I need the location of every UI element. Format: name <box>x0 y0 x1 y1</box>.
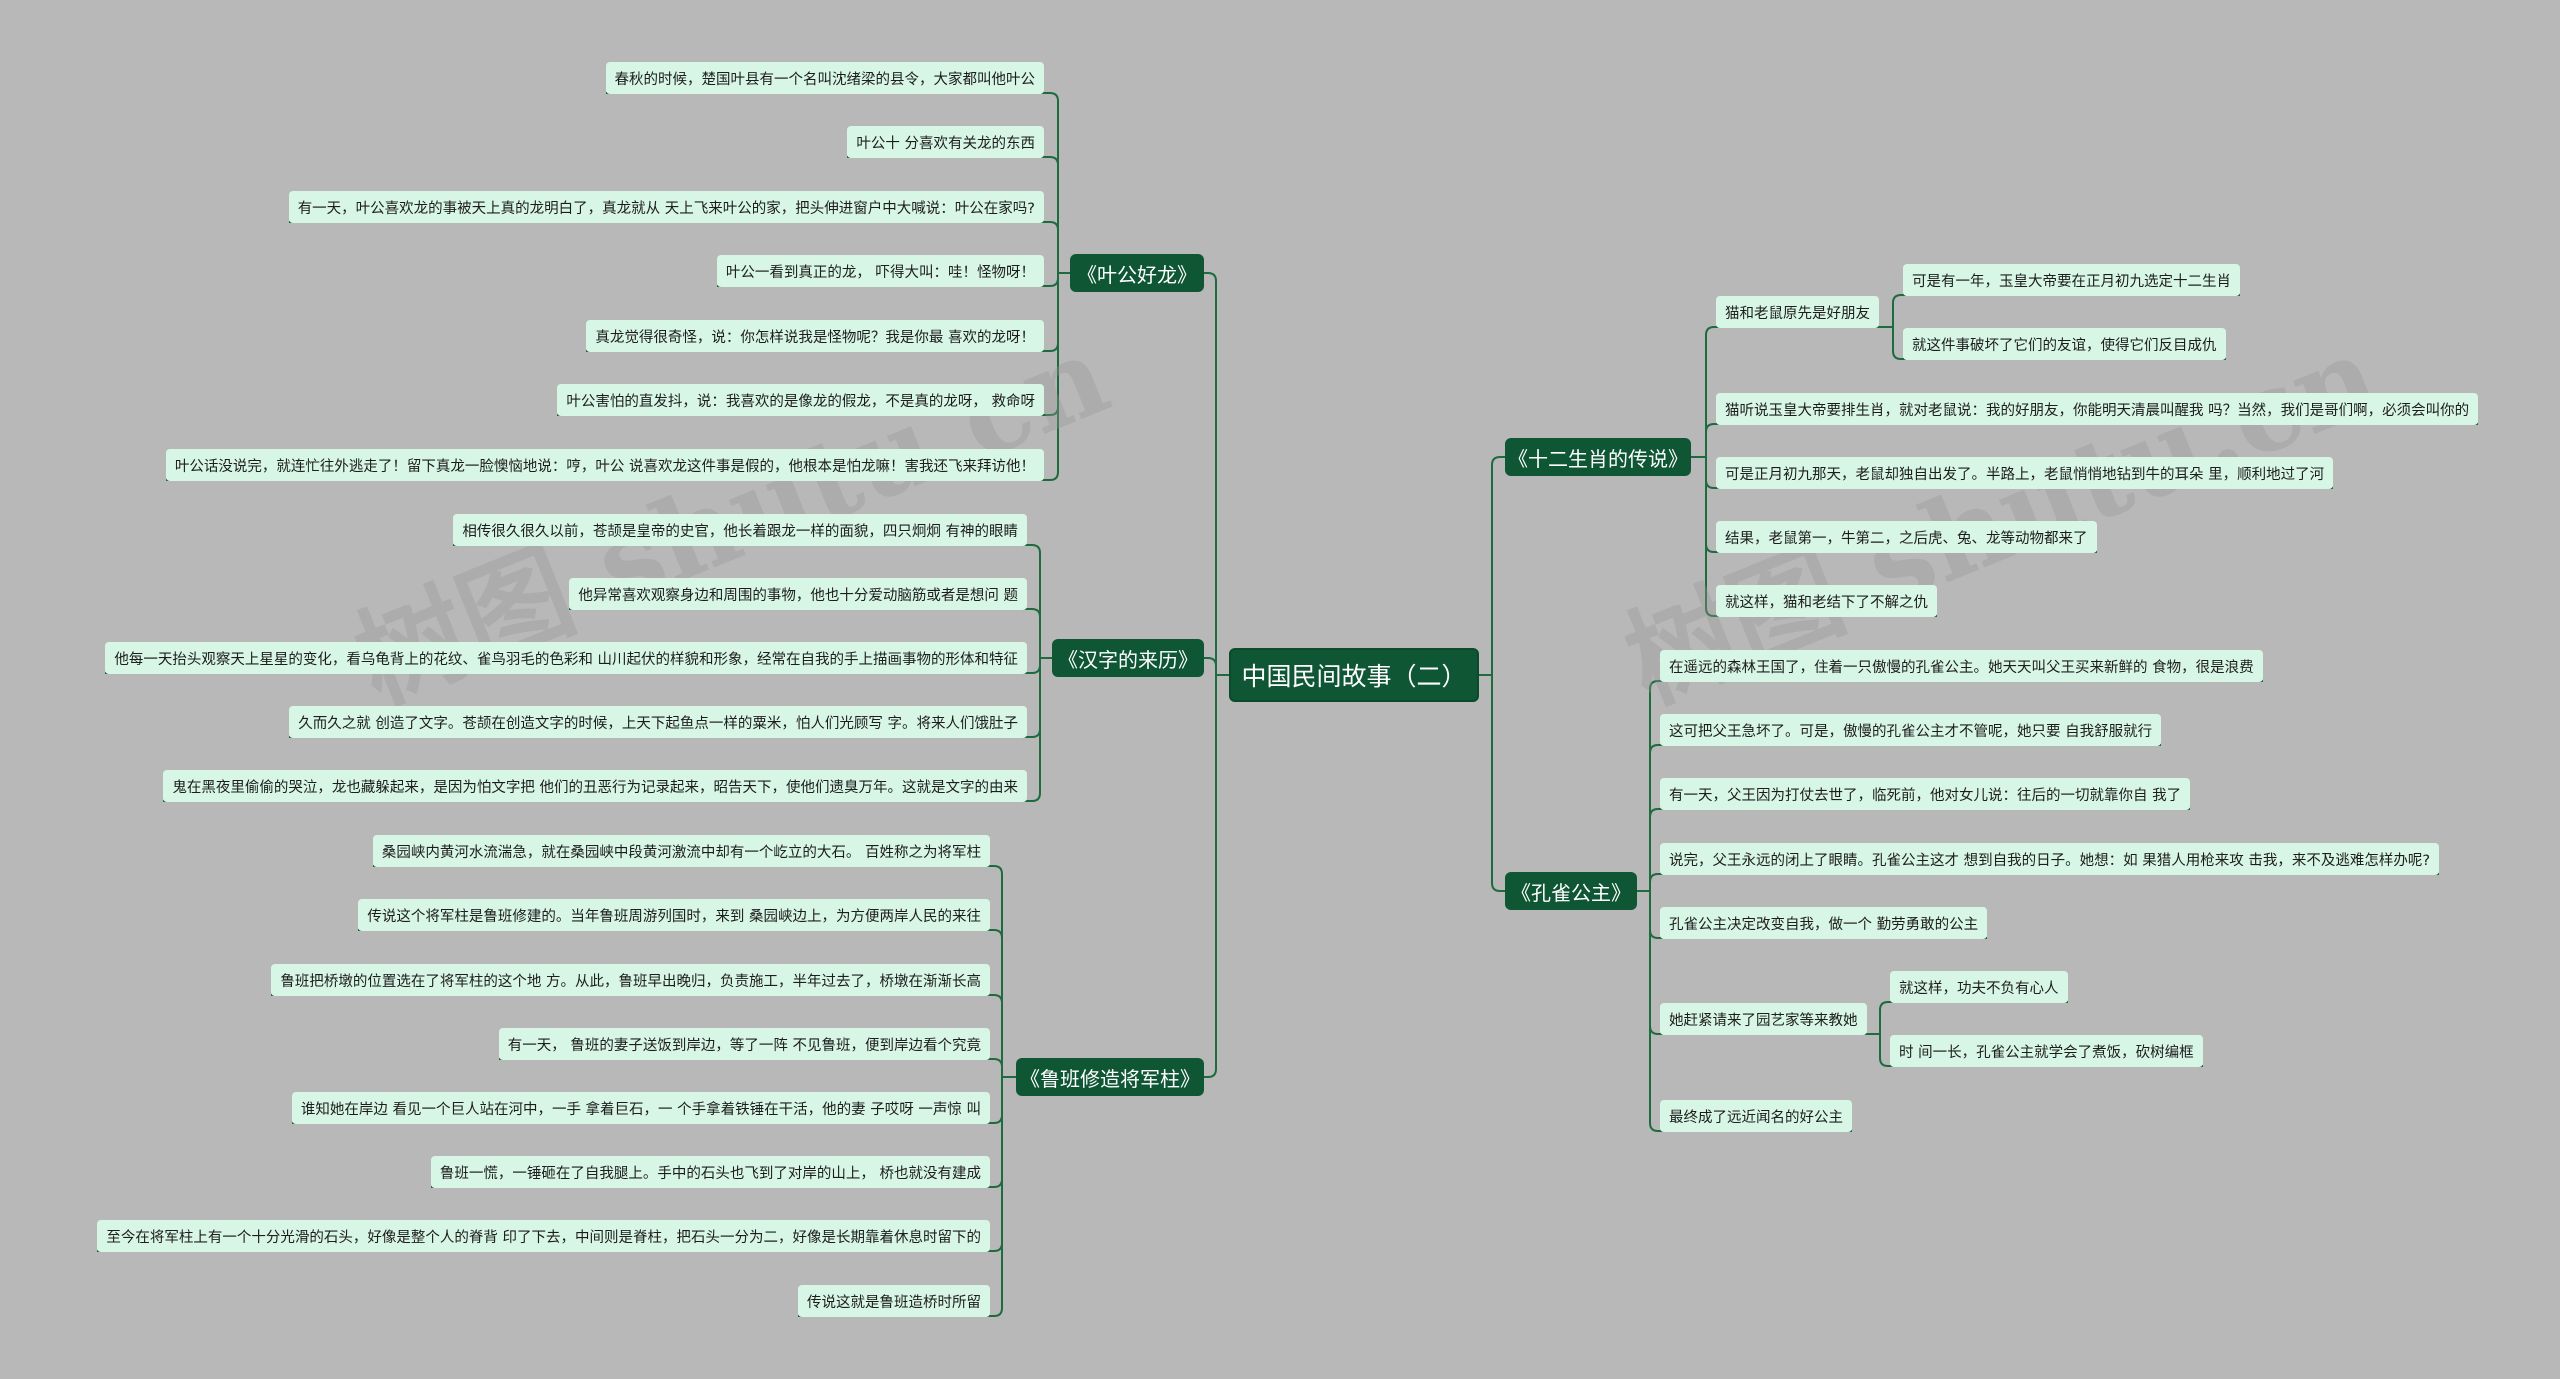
link-luban-item-4 <box>990 1058 1016 1078</box>
hanzi-item-1[interactable]: 相传很久很久以前，苍颉是皇帝的史官，他长着跟龙一样的面貌，四只炯炯 有神的眼睛 <box>453 514 1027 546</box>
link-kongque-sub-item-1 <box>1867 1001 1890 1035</box>
kongque-item-2[interactable]: 这可把父王急坏了。可是，傲慢的孔雀公主才不管呢，她只要 自我舒服就行 <box>1660 714 2162 746</box>
luban-item-4[interactable]: 有一天， 鲁班的妻子送饭到岸边，等了一阵 不见鲁班，便到岸边看个究竟 <box>498 1028 990 1060</box>
kongque-sub-item-1[interactable]: 就这样，功夫不负有心人 <box>1890 971 2068 1003</box>
link-yegong-item-2 <box>1044 156 1070 274</box>
link-shengxiao-item-3 <box>1691 456 1716 553</box>
link-shengxiao-sub-item-1 <box>1879 294 1903 328</box>
yegong-item-2[interactable]: 叶公十 分喜欢有关龙的东西 <box>847 126 1044 158</box>
link-shengxiao-sub-item-2 <box>1879 326 1903 360</box>
shengxiao-item-4[interactable]: 就这样，猫和老结下了不解之仇 <box>1716 585 1937 617</box>
link-hanzi-item-2 <box>1027 608 1052 659</box>
link-yegong-item-3 <box>1044 221 1070 274</box>
link-kongque-item-1 <box>1637 680 1660 892</box>
shengxiao-sub-item-2[interactable]: 就这件事破坏了它们的友谊，使得它们反目成仇 <box>1903 328 2226 360</box>
kongque-sub-item-2[interactable]: 时 间一长，孔雀公主就学会了煮饭，砍树编框 <box>1890 1035 2203 1067</box>
kongque-item-6[interactable]: 最终成了远近闻名的好公主 <box>1660 1100 1852 1132</box>
branch-luban[interactable]: 《鲁班修造将军柱》 <box>1016 1058 1204 1096</box>
kongque-item-5[interactable]: 孔雀公主决定改变自我，做一个 勤劳勇敢的公主 <box>1660 907 1988 939</box>
branch-shengxiao[interactable]: 《十二生肖的传说》 <box>1505 438 1691 476</box>
luban-item-7[interactable]: 至今在将军柱上有一个十分光滑的石头，好像是整个人的脊背 印了下去，中间则是脊柱，… <box>97 1220 990 1252</box>
link-yegong-item-1 <box>1045 92 1070 274</box>
root-node[interactable]: 中国民间故事（二） <box>1229 648 1479 702</box>
luban-item-3[interactable]: 鲁班把桥墩的位置选在了将军柱的这个地 方。从此，鲁班早出晚归，负责施工，半年过去… <box>271 964 990 996</box>
link-root-branch-luban <box>1204 674 1229 1078</box>
luban-item-5[interactable]: 谁知她在岸边 看见一个巨人站在河中，一手 拿着巨石，一 个手拿着铁锤在干活，他的… <box>291 1092 990 1124</box>
branch-hanzi[interactable]: 《汉字的来历》 <box>1052 639 1204 677</box>
link-kongque-item-3 <box>1637 808 1660 892</box>
link-luban-item-3 <box>990 994 1016 1078</box>
link-kongque-item-4 <box>1637 873 1660 892</box>
shengxiao-item-2[interactable]: 可是正月初九那天，老鼠却独自出发了。半路上，老鼠悄悄地钻到牛的耳朵 里，顺利地过… <box>1716 457 2334 489</box>
link-luban-item-2 <box>990 929 1016 1078</box>
branch-yegong[interactable]: 《叶公好龙》 <box>1070 254 1204 292</box>
shengxiao-sub-item-1[interactable]: 可是有一年，玉皇大帝要在正月初九选定十二生肖 <box>1903 264 2240 296</box>
yegong-item-6[interactable]: 叶公害怕的直发抖，说：我喜欢的是像龙的假龙，不是真的龙呀， 救命呀 <box>557 384 1044 416</box>
luban-item-1[interactable]: 桑园峡内黄河水流湍急，就在桑园峡中段黄河激流中却有一个屹立的大石。 百姓称之为将… <box>372 835 990 867</box>
luban-item-8[interactable]: 传说这就是鲁班造桥时所留 <box>798 1285 990 1317</box>
link-shengxiao-item-1 <box>1691 423 1716 458</box>
yegong-item-1[interactable]: 春秋的时候，楚国叶县有一个名叫沈绪梁的县令，大家都叫他叶公 <box>605 62 1044 94</box>
link-hanzi-item-5 <box>1027 657 1052 802</box>
link-yegong-item-7 <box>1044 272 1070 481</box>
kongque-item-4[interactable]: 说完，父王永远的闭上了眼睛。孔雀公主这才 想到自我的日子。她想：如 果猎人用枪来… <box>1660 843 2440 875</box>
link-luban-item-8 <box>990 1076 1016 1317</box>
yegong-item-7[interactable]: 叶公话没说完，就连忙往外逃走了！留下真龙一脸懊恼地说：哼，叶公 说喜欢龙这件事是… <box>165 449 1044 481</box>
yegong-item-5[interactable]: 真龙觉得很奇怪，说：你怎样说我是怪物呢？我是你最 喜欢的龙呀！ <box>586 320 1044 352</box>
link-shengxiao-subgroup <box>1691 326 1716 458</box>
link-shengxiao-item-2 <box>1691 456 1716 489</box>
kongque-item-1[interactable]: 在遥远的森林王国了，住着一只傲慢的孔雀公主。她天天叫父王买来新鲜的 食物，很是浪… <box>1660 650 2263 682</box>
shengxiao-item-1[interactable]: 猫听说玉皇大帝要排生肖，就对老鼠说：我的好朋友，你能明天清晨叫醒我 吗？当然，我… <box>1716 393 2479 425</box>
kongque-item-3[interactable]: 有一天，父王因为打仗去世了，临死前，他对女儿说：往后的一切就靠你自 我了 <box>1660 778 2191 810</box>
yegong-item-4[interactable]: 叶公一看到真正的龙， 吓得大叫：哇！怪物呀！ <box>716 255 1044 287</box>
link-hanzi-item-1 <box>1027 544 1052 659</box>
link-root-branch-yegong <box>1204 272 1229 676</box>
branch-kongque[interactable]: 《孔雀公主》 <box>1505 872 1637 910</box>
link-kongque-sub-item-2 <box>1867 1033 1890 1067</box>
shengxiao-item-3[interactable]: 结果，老鼠第一，牛第二，之后虎、兔、龙等动物都来了 <box>1716 521 2097 553</box>
yegong-item-3[interactable]: 有一天，叶公喜欢龙的事被天上真的龙明白了，真龙就从 天上飞来叶公的家，把头伸进窗… <box>288 191 1044 223</box>
shengxiao-subgroup[interactable]: 猫和老鼠原先是好朋友 <box>1716 296 1879 328</box>
link-kongque-item-2 <box>1637 744 1660 892</box>
link-root-branch-hanzi <box>1204 657 1229 676</box>
hanzi-item-3[interactable]: 他每一天抬头观察天上星星的变化，看乌龟背上的花纹、雀鸟羽毛的色彩和 山川起伏的样… <box>105 642 1027 674</box>
link-root-branch-shengxiao <box>1479 456 1505 676</box>
link-kongque-item-6 <box>1637 890 1660 1132</box>
kongque-subgroup[interactable]: 她赶紧请来了园艺家等来教她 <box>1660 1003 1867 1035</box>
luban-item-2[interactable]: 传说这个将军柱是鲁班修建的。当年鲁班周游列国时，来到 桑园峡边上，为方便两岸人民… <box>358 899 990 931</box>
link-kongque-subgroup <box>1637 890 1660 1035</box>
link-luban-item-1 <box>990 865 1016 1078</box>
link-shengxiao-item-4 <box>1691 456 1716 617</box>
link-kongque-item-5 <box>1637 890 1660 939</box>
hanzi-item-5[interactable]: 鬼在黑夜里偷偷的哭泣，龙也藏躲起来，是因为怕文字把 他们的丑恶行为记录起来，昭告… <box>163 770 1027 802</box>
luban-item-6[interactable]: 鲁班一慌，一锤砸在了自我腿上。手中的石头也飞到了对岸的山上， 桥也就没有建成 <box>430 1156 990 1188</box>
link-root-branch-kongque <box>1479 674 1505 892</box>
hanzi-item-2[interactable]: 他异常喜欢观察身边和周围的事物，他也十分爱动脑筋或者是想问 题 <box>569 578 1027 610</box>
hanzi-item-4[interactable]: 久而久之就 创造了文字。苍颉在创造文字的时候，上天下起鱼点一样的粟米，怕人们光顾… <box>289 706 1027 738</box>
